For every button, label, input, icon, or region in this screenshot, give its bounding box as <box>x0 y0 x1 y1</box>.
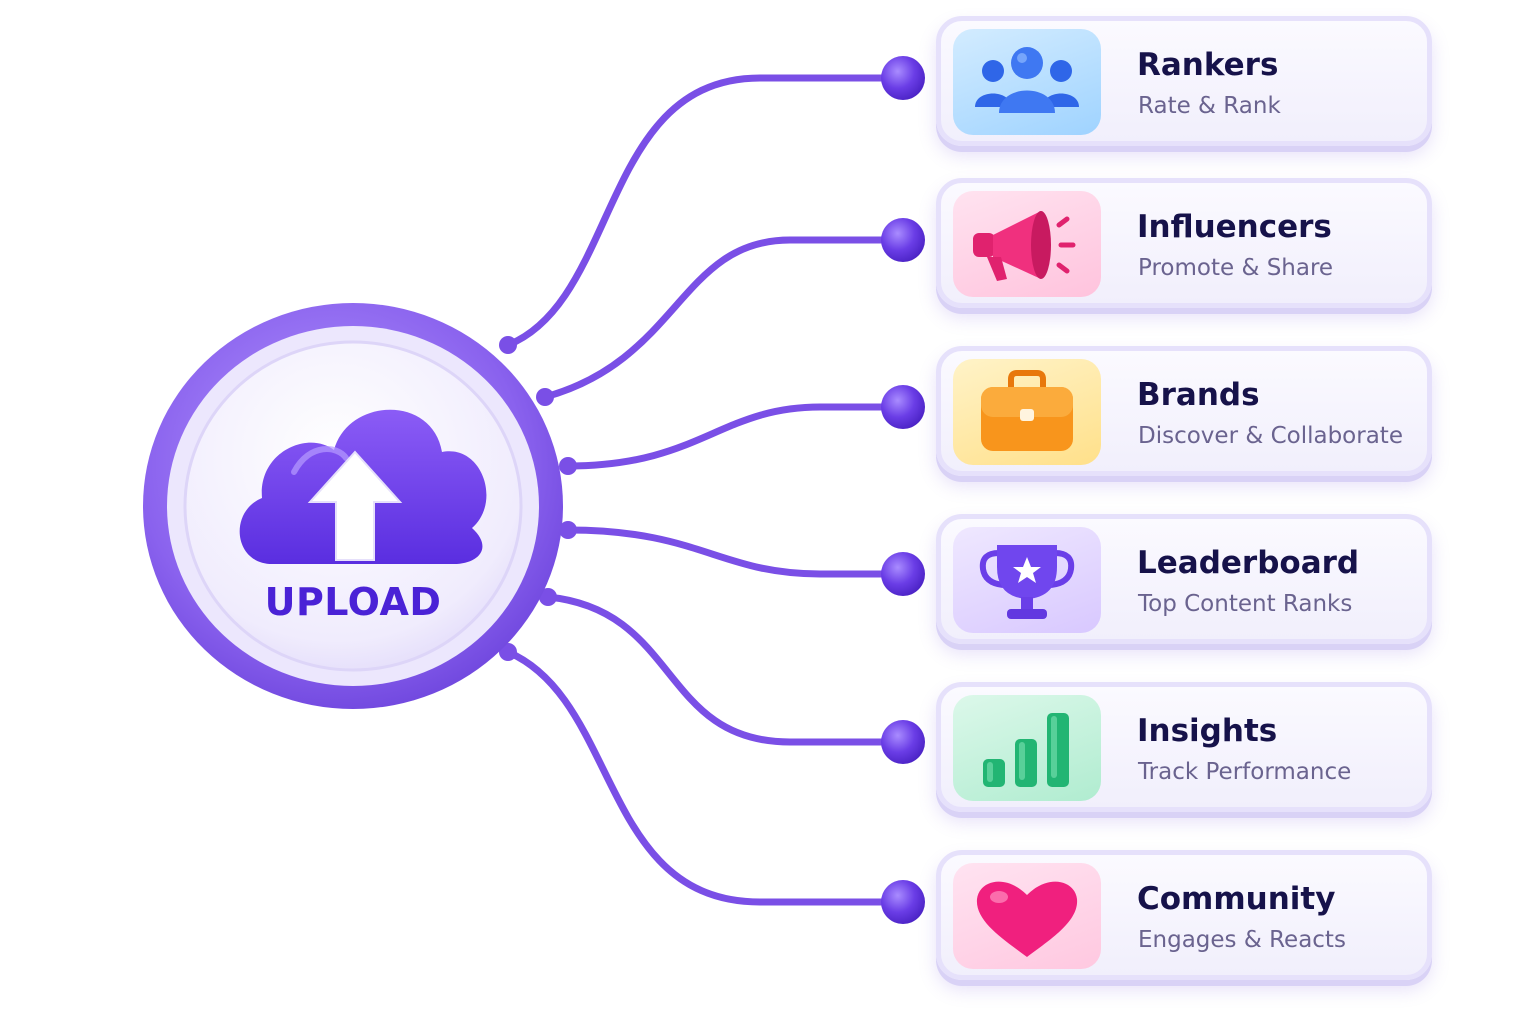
card-subtitle: Top Content Ranks <box>1138 591 1353 617</box>
card-subtitle: Promote & Share <box>1138 255 1334 281</box>
upload-hub-disc <box>143 303 563 709</box>
tile-rankers <box>953 29 1101 135</box>
connector-dot-insights <box>881 720 925 764</box>
connector-line-influencers <box>541 236 906 401</box>
card-influencers[interactable]: Influencers Promote & Share <box>936 178 1432 308</box>
connector-joint <box>539 588 557 606</box>
tile-leaderboard <box>953 527 1101 633</box>
heart-icon <box>976 881 1078 957</box>
connector-dot-influencers <box>881 218 925 262</box>
card-subtitle: Discover & Collaborate <box>1138 423 1403 449</box>
cloud-upload-icon <box>239 409 487 564</box>
card-title: Brands <box>1137 377 1260 413</box>
connector-joint <box>499 336 517 354</box>
megaphone-icon <box>973 211 1076 281</box>
card-brands[interactable]: Brands Discover & Collaborate <box>936 346 1432 476</box>
card-subtitle: Rate & Rank <box>1138 93 1281 119</box>
card-title: Insights <box>1137 713 1278 749</box>
card-title: Influencers <box>1137 209 1332 245</box>
card-insights[interactable]: Insights Track Performance <box>936 682 1432 812</box>
bar-chart-icon <box>983 713 1069 787</box>
connector-dot-rankers <box>881 56 925 100</box>
card-title: Community <box>1137 881 1336 917</box>
upload-hub[interactable]: UPLOAD <box>142 302 564 710</box>
connector-dot-community <box>881 880 925 924</box>
card-title: Leaderboard <box>1137 545 1360 581</box>
trophy-icon <box>979 545 1075 619</box>
tile-influencers <box>953 191 1101 297</box>
connector-line-rankers <box>504 74 906 349</box>
connector-line-leaderboard <box>564 526 906 578</box>
card-rankers[interactable]: Rankers Rate & Rank <box>936 16 1432 146</box>
connector-dot-leaderboard <box>881 552 925 596</box>
connector-line-brands <box>564 403 906 470</box>
connector-dot-brands <box>881 385 925 429</box>
card-subtitle: Engages & Reacts <box>1138 927 1346 953</box>
card-leaderboard[interactable]: Leaderboard Top Content Ranks <box>936 514 1432 644</box>
card-community[interactable]: Community Engages & Reacts <box>936 850 1432 980</box>
tile-brands <box>953 359 1101 465</box>
connector-joint <box>559 521 577 539</box>
card-title: Rankers <box>1137 47 1279 83</box>
card-subtitle: Track Performance <box>1138 759 1352 785</box>
upload-label: UPLOAD <box>264 580 442 624</box>
connector-joint <box>559 457 577 475</box>
briefcase-icon <box>981 370 1073 451</box>
tile-community <box>953 863 1101 969</box>
connector-line-insights <box>544 593 906 746</box>
connector-line-community <box>504 648 906 906</box>
connector-joint <box>536 388 554 406</box>
tile-insights <box>953 695 1101 801</box>
users-group-icon <box>975 47 1079 113</box>
